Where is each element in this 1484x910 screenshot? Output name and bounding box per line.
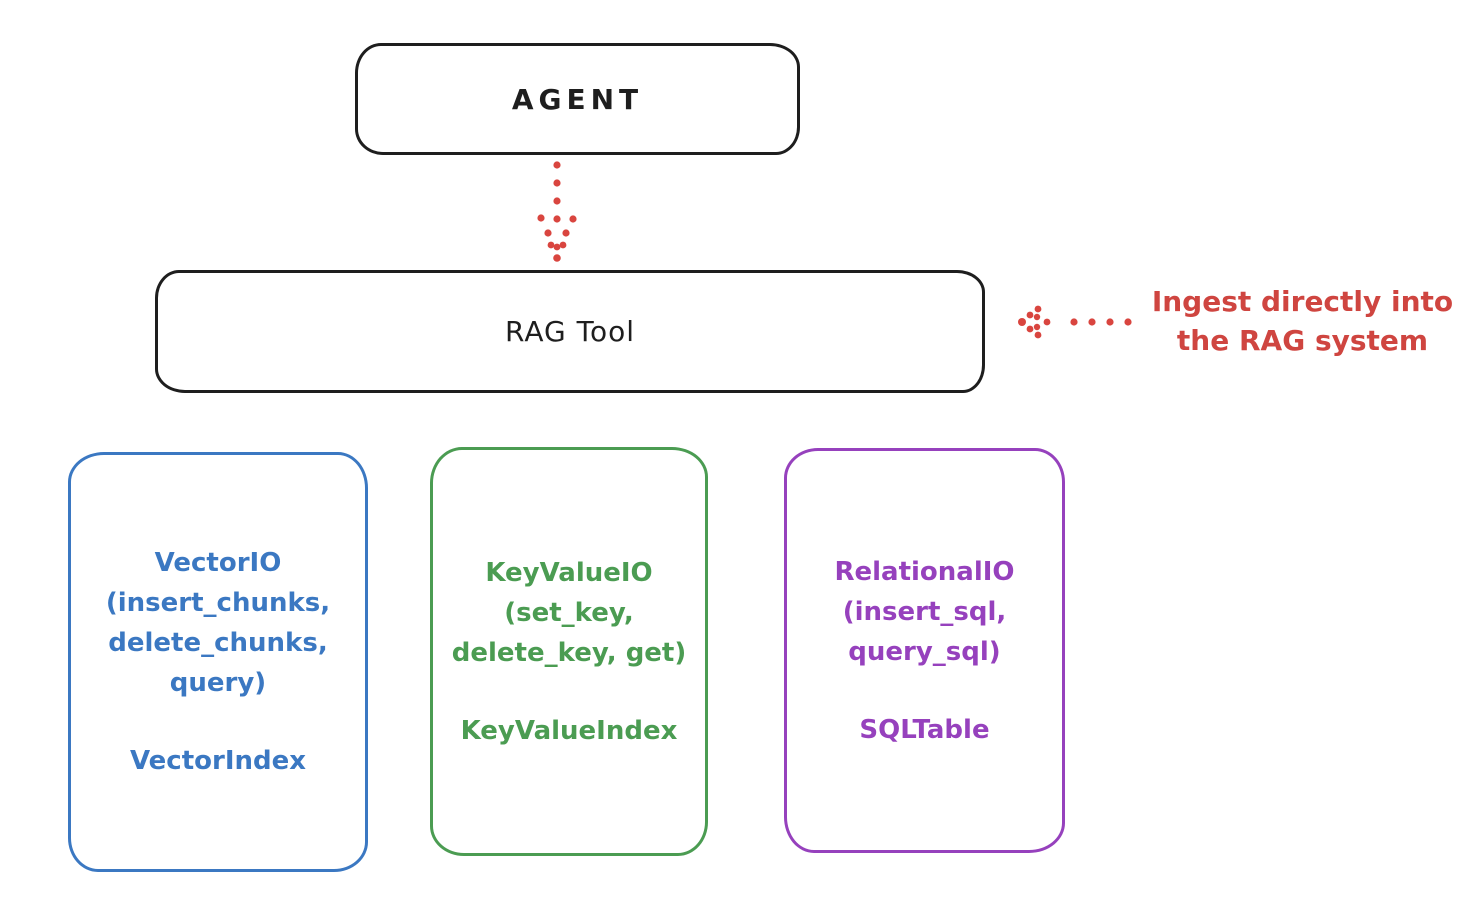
- relational-io-heading: RelationalIO (insert_sql, query_sql): [834, 556, 1015, 667]
- vector-io-heading: VectorIO (insert_chunks, delete_chunks, …: [105, 548, 331, 698]
- relational-io-node: RelationalIO (insert_sql, query_sql) SQL…: [784, 448, 1065, 853]
- dotted-arrow-left-icon: [1018, 305, 1132, 339]
- sql-table-label: SQLTable: [859, 714, 990, 745]
- agent-node: AGENT: [355, 43, 800, 155]
- rag-tool-node: RAG Tool: [155, 270, 985, 393]
- key-value-io-heading: KeyValueIO (set_key, delete_key, get): [451, 557, 687, 668]
- vector-index-label: VectorIndex: [129, 746, 307, 776]
- rag-tool-node-label: RAG Tool: [505, 315, 635, 348]
- ingest-annotation: Ingest directly into the RAG system: [1151, 285, 1454, 357]
- agent-node-label: AGENT: [511, 82, 644, 116]
- dotted-arrow-down-icon: [537, 161, 577, 262]
- vector-io-node: VectorIO (insert_chunks, delete_chunks, …: [68, 452, 368, 872]
- key-value-io-node: KeyValueIO (set_key, delete_key, get) Ke…: [430, 447, 708, 856]
- key-value-index-label: KeyValueIndex: [460, 715, 678, 746]
